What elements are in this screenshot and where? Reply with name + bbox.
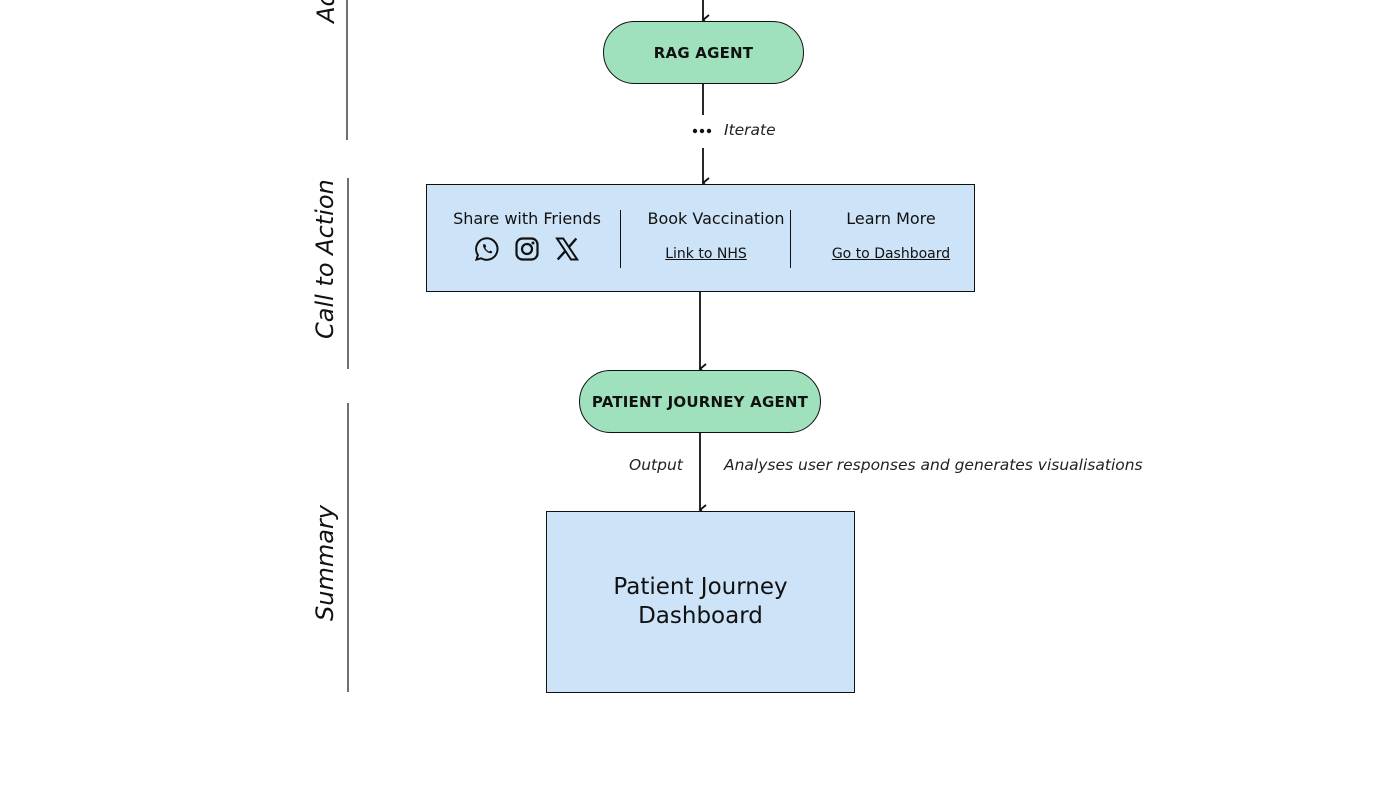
share-icons (427, 236, 627, 262)
iterate-dot-1 (692, 128, 698, 134)
iterate-dot-2 (699, 128, 705, 134)
section-label-call-to-action: Call to Action (311, 179, 339, 339)
output-label: Output (629, 456, 683, 474)
patient-journey-dashboard[interactable]: Patient Journey Dashboard (546, 511, 855, 693)
instagram-icon[interactable] (514, 236, 540, 262)
analyses-description: Analyses user responses and generates vi… (724, 456, 1143, 474)
cta-share-column: Share with Friends (427, 185, 627, 291)
link-to-nhs[interactable]: Link to NHS (665, 246, 747, 262)
rag-agent-node[interactable]: RAG AGENT (603, 21, 804, 84)
learn-more-title: Learn More (846, 209, 936, 228)
iterate-label: Iterate (724, 121, 776, 139)
section-label-summary: Summary (311, 505, 339, 621)
cta-book-column: Book Vaccination Link to NHS (621, 185, 791, 291)
cta-divider-2 (790, 210, 792, 268)
book-vaccination-title: Book Vaccination (647, 209, 785, 228)
whatsapp-icon[interactable] (474, 236, 500, 262)
go-to-dashboard-link[interactable]: Go to Dashboard (831, 246, 951, 262)
section-label-top: Adc (312, 0, 340, 23)
cta-learn-column: Learn More Go to Dashboard (791, 185, 961, 291)
cta-divider-1 (620, 210, 622, 268)
dashboard-title-line-2: Dashboard (638, 603, 763, 629)
x-icon[interactable] (554, 236, 580, 262)
iterate-dot-3 (706, 128, 712, 134)
patient-journey-agent-node[interactable]: PATIENT JOURNEY AGENT (579, 370, 821, 433)
share-with-friends-title: Share with Friends (453, 209, 601, 228)
dashboard-title-line-1: Patient Journey (613, 574, 788, 600)
call-to-action-panel: Share with Friends Book Vaccination Link… (426, 184, 975, 292)
